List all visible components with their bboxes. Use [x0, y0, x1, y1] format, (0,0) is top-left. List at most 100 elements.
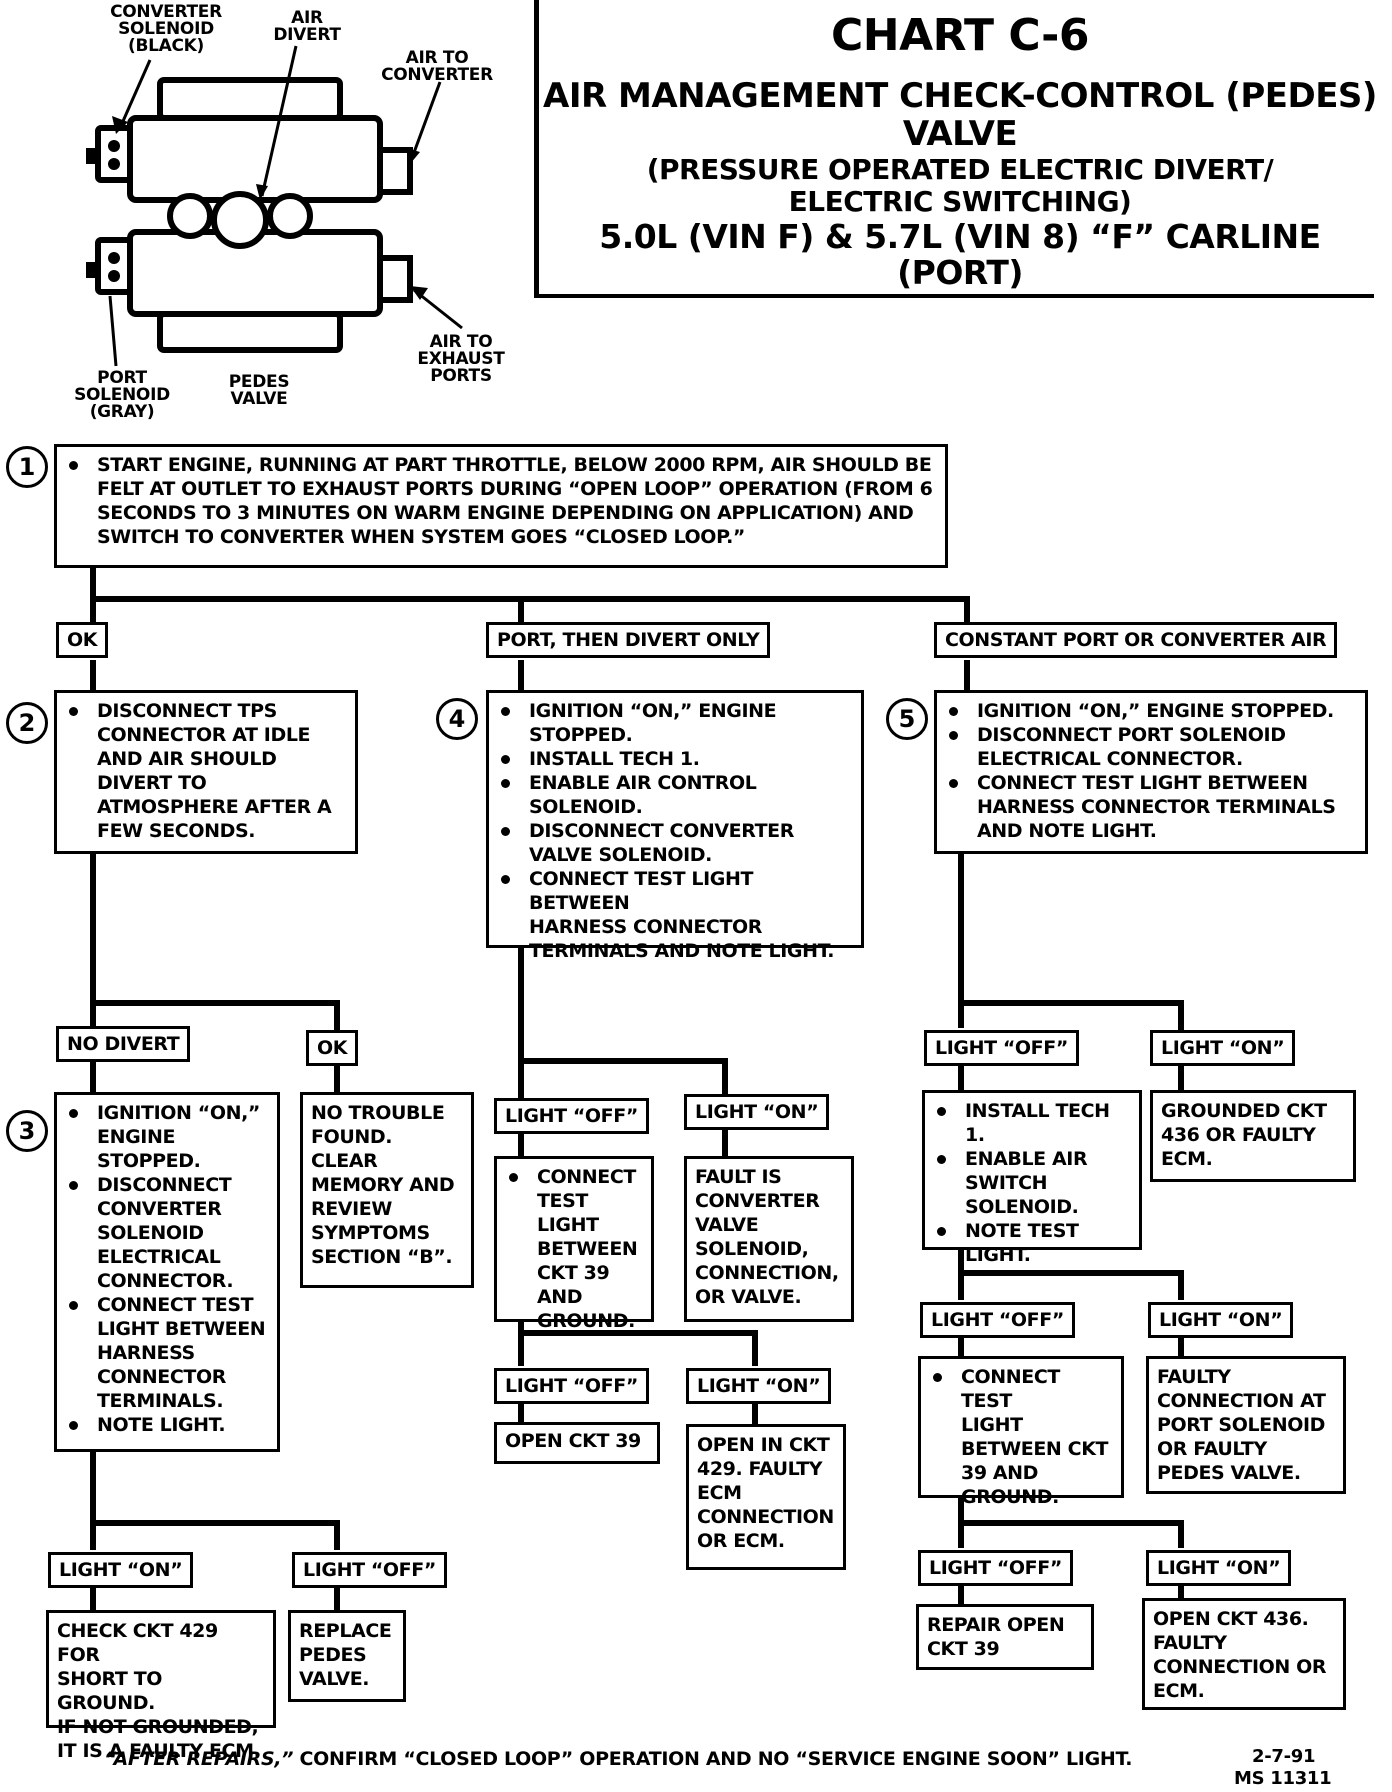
connector	[518, 1058, 728, 1064]
label-step-3-light-off: LIGHT “OFF”	[292, 1552, 447, 1588]
step-number-3: 3	[6, 1110, 48, 1152]
connector	[958, 1334, 964, 1358]
connector	[90, 1000, 340, 1006]
connector	[752, 1330, 758, 1366]
label-step-5-light-on: LIGHT “ON”	[1150, 1030, 1296, 1066]
after-repairs-rest: CONFIRM “CLOSED LOOP” OPERATION AND NO “…	[293, 1748, 1133, 1770]
check-ckt-429-text: CHECK CKT 429 FOR SHORT TO GROUND. IF NO…	[57, 1620, 261, 1762]
no-trouble-found-text: NO TROUBLE FOUND. CLEAR MEMORY AND REVIE…	[311, 1102, 455, 1268]
pedes-valve-drawing	[86, 45, 463, 367]
connector	[90, 1059, 96, 1093]
open-ckt-436-box: OPEN CKT 436. FAULTY CONNECTION OR ECM.	[1142, 1598, 1346, 1710]
open-ckt-436-text: OPEN CKT 436. FAULTY CONNECTION OR ECM.	[1153, 1608, 1327, 1702]
step-4-item: DISCONNECT CONVERTER VALVE SOLENOID.	[501, 819, 855, 867]
replace-pedes-valve-box: REPLACE PEDES VALVE.	[288, 1610, 406, 1702]
step-3-list: IGNITION “ON,” ENGINE STOPPED. DISCONNEC…	[57, 1095, 277, 1443]
connector	[1178, 1270, 1184, 1300]
label-step-4-light-off: LIGHT “OFF”	[494, 1098, 649, 1134]
step-4-box: IGNITION “ON,” ENGINE STOPPED. INSTALL T…	[486, 690, 864, 962]
label-step-5b-light-on: LIGHT “ON”	[1148, 1302, 1294, 1338]
label-step-5-light-off: LIGHT “OFF”	[924, 1030, 1079, 1066]
step-number-4: 4	[436, 698, 478, 740]
engine-line-1: 5.0L (VIN F) & 5.7L (VIN 8) “F” CARLINE	[599, 217, 1321, 256]
connector	[334, 1000, 340, 1030]
label-no-divert: NO DIVERT	[56, 1026, 191, 1062]
label-step-5c-light-on: LIGHT “ON”	[1146, 1550, 1292, 1586]
step-1-text: START ENGINE, RUNNING AT PART THROTTLE, …	[69, 453, 939, 549]
step-1-box: START ENGINE, RUNNING AT PART THROTTLE, …	[54, 444, 948, 568]
step-3-item: NOTE LIGHT.	[69, 1413, 271, 1437]
connect-test-light-ckt39-b-text: CONNECT TEST LIGHT BETWEEN CKT 39 AND GR…	[933, 1365, 1115, 1509]
open-ckt-429-box: OPEN IN CKT 429. FAULTY ECM CONNECTION O…	[686, 1424, 846, 1570]
label-step-3-light-on: LIGHT “ON”	[48, 1552, 194, 1588]
label-constant-port-or-converter-air: CONSTANT PORT OR CONVERTER AIR	[934, 622, 1338, 658]
label-air-to-converter: AIR TO CONVERTER	[381, 48, 493, 85]
header-frame-bottom	[534, 294, 1374, 298]
connector	[1178, 1000, 1184, 1030]
connector	[964, 596, 970, 626]
step-5-item: DISCONNECT PORT SOLENOID ELECTRICAL CONN…	[949, 723, 1359, 771]
check-ckt-429-box: CHECK CKT 429 FOR SHORT TO GROUND. IF NO…	[46, 1610, 276, 1762]
open-ckt-429-text: OPEN IN CKT 429. FAULTY ECM CONNECTION O…	[697, 1434, 834, 1552]
step-number-5: 5	[886, 698, 928, 740]
connector	[518, 1400, 524, 1424]
open-ckt-39-box: OPEN CKT 39	[494, 1422, 660, 1464]
connector	[90, 1584, 96, 1612]
no-trouble-found-box: NO TROUBLE FOUND. CLEAR MEMORY AND REVIE…	[300, 1092, 474, 1288]
title-line-1: AIR MANAGEMENT CHECK-CONTROL (PEDES)	[543, 76, 1377, 116]
step-2-text: DISCONNECT TPS CONNECTOR AT IDLE AND AIR…	[69, 699, 349, 843]
install-tech1-box: INSTALL TECH 1. ENABLE AIR SWITCH SOLENO…	[922, 1090, 1142, 1266]
subtitle-line-2: ELECTRIC SWITCHING)	[788, 185, 1132, 218]
subtitle-line-1: (PRESSURE OPERATED ELECTRIC DIVERT/	[646, 153, 1274, 186]
connector	[90, 852, 96, 1027]
connector	[958, 852, 964, 1028]
connector	[518, 660, 524, 690]
connector	[90, 596, 970, 602]
label-step-5c-light-off: LIGHT “OFF”	[918, 1550, 1073, 1586]
connector	[958, 1270, 1184, 1276]
step-5-item: CONNECT TEST LIGHT BETWEEN HARNESS CONNE…	[949, 771, 1359, 843]
step-5-list: IGNITION “ON,” ENGINE STOPPED. DISCONNEC…	[937, 693, 1365, 849]
open-ckt-39-text: OPEN CKT 39	[505, 1430, 641, 1452]
grounded-ckt-436-box: GROUNDED CKT 436 OR FAULTY ECM.	[1150, 1090, 1356, 1182]
step-4-list: IGNITION “ON,” ENGINE STOPPED. INSTALL T…	[489, 693, 861, 969]
label-port-solenoid: PORT SOLENOID (GRAY)	[74, 368, 170, 422]
connect-test-light-ckt39-box: CONNECT TEST LIGHT BETWEEN CKT 39 AND GR…	[494, 1156, 654, 1332]
connector	[334, 1059, 340, 1093]
fault-converter-valve-box: FAULT IS CONVERTER VALVE SOLENOID, CONNE…	[684, 1156, 854, 1322]
label-air-to-exhaust: AIR TO EXHAUST PORTS	[417, 332, 505, 386]
repair-open-ckt-39-box: REPAIR OPEN CKT 39	[916, 1604, 1094, 1670]
connector	[964, 660, 970, 690]
fault-converter-valve-text: FAULT IS CONVERTER VALVE SOLENOID, CONNE…	[695, 1166, 839, 1308]
title-line-2: VALVE	[902, 114, 1018, 154]
after-repairs-note: “AFTER REPAIRS,” CONFIRM “CLOSED LOOP” O…	[104, 1748, 1132, 1770]
connector	[518, 596, 524, 626]
replace-pedes-valve-text: REPLACE PEDES VALVE.	[299, 1620, 392, 1690]
repair-open-ckt-39-text: REPAIR OPEN CKT 39	[927, 1614, 1065, 1660]
connector	[90, 1520, 340, 1526]
install-tech1-list: INSTALL TECH 1. ENABLE AIR SWITCH SOLENO…	[925, 1093, 1139, 1273]
label-ok-2: OK	[306, 1030, 359, 1066]
step-5-box: IGNITION “ON,” ENGINE STOPPED. DISCONNEC…	[934, 690, 1368, 854]
label-air-divert: AIR DIVERT	[273, 8, 341, 45]
connector	[90, 1450, 96, 1550]
label-converter-solenoid: CONVERTER SOLENOID (BLACK)	[110, 2, 222, 56]
faulty-connection-port-solenoid-text: FAULTY CONNECTION AT PORT SOLENOID OR FA…	[1157, 1366, 1326, 1484]
connector	[518, 1330, 758, 1336]
step-4-item: INSTALL TECH 1.	[501, 747, 855, 771]
step-number-1: 1	[6, 446, 48, 488]
label-step-4-light-on: LIGHT “ON”	[684, 1094, 830, 1130]
label-step-4b-light-off: LIGHT “OFF”	[494, 1368, 649, 1404]
label-pedes-valve: PEDES VALVE	[228, 372, 290, 409]
step-3-item: IGNITION “ON,” ENGINE STOPPED.	[69, 1101, 271, 1173]
connector	[722, 1058, 728, 1096]
after-repairs-emphasis: “AFTER REPAIRS,”	[104, 1748, 294, 1770]
step-4-item: IGNITION “ON,” ENGINE STOPPED.	[501, 699, 855, 747]
connector	[722, 1130, 728, 1158]
connector	[518, 1130, 524, 1158]
step-2-box: DISCONNECT TPS CONNECTOR AT IDLE AND AIR…	[54, 690, 358, 854]
label-step-4b-light-on: LIGHT “ON”	[686, 1368, 832, 1404]
connector	[518, 1320, 524, 1366]
connector	[1178, 1062, 1184, 1090]
connector	[1178, 1582, 1184, 1606]
